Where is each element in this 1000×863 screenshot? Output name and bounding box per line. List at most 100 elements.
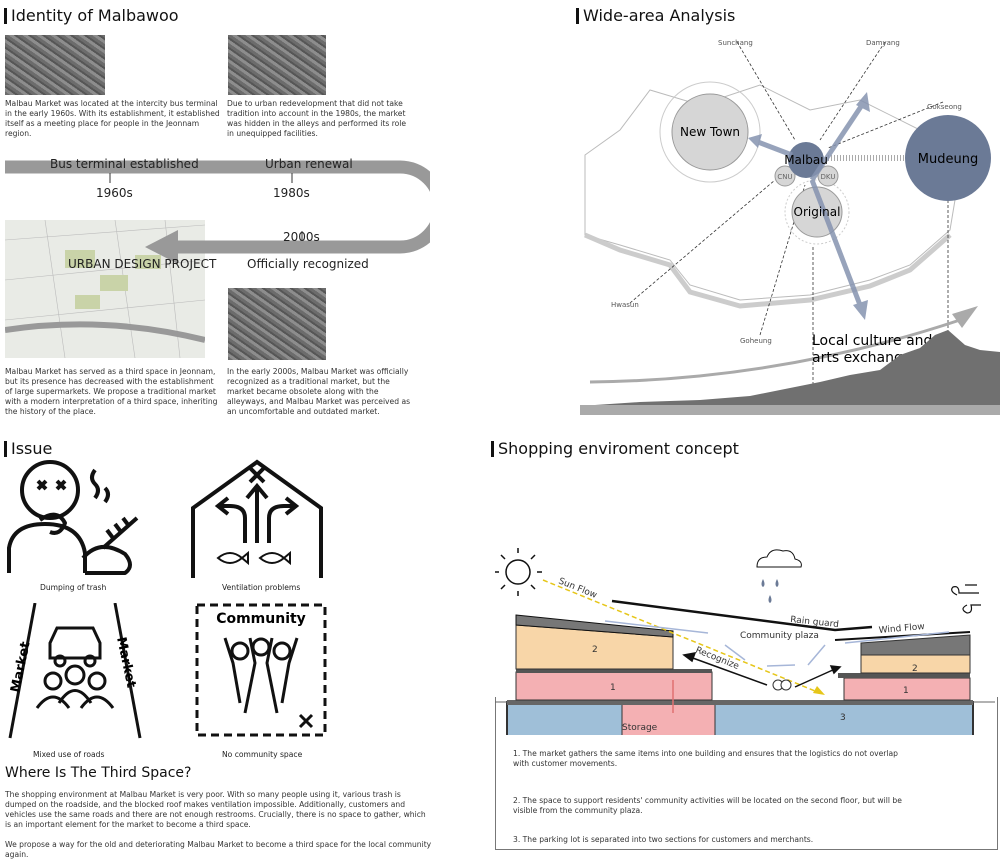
storage-label: Storage [622,723,658,733]
sun-flow-arrowhead [813,686,825,695]
issue-caption-trash: Dumping of trash [40,583,107,592]
community-label: Community [216,611,306,627]
mudeung-node [905,115,991,201]
aerial-photo-1960s [5,35,105,95]
dku-node [817,165,839,187]
axis-label-1: Local culture and [812,333,932,349]
cloud-icon [756,549,802,568]
wind-flow-label: Wind Flow [878,622,925,636]
aerial-photo-2000s [228,288,326,360]
issue-caption-community: No community space [222,750,303,759]
right-roof [860,634,971,656]
rain-drops-icon [761,579,779,603]
issue-caption-ventilation: Ventilation problems [222,583,301,592]
text-2000s: In the early 2000s, Malbau Market was of… [227,367,411,416]
malbau-node [788,142,824,178]
year-1960: 1960s [96,186,133,200]
left-floor-1-label: 1 [610,683,616,693]
right-slab [838,673,970,678]
issue-caption-roads: Mixed use of roads [33,750,105,759]
event-2000: Officially recognized [247,257,369,271]
axis-arrowhead [952,306,978,328]
cnu-node [774,165,796,187]
gokseong-label: Gokseong [927,103,962,111]
left-roof [515,614,674,638]
community-plaza-label: Community plaza [740,631,819,641]
text-1960s: Malbau Market was located at the interci… [5,99,220,138]
right-floor-2-label: 2 [912,664,918,674]
ventilation-icon [191,459,323,578]
section-diagram: Sun Flow Rain guard Community plaza Wind… [495,548,995,735]
year-2000: 2000s [283,230,320,244]
concept-title-text: Shopping enviroment concept [498,439,739,458]
right-roof-edge [834,631,971,641]
timeline-arrowhead [145,230,178,264]
concept-note-3: 3. The parking lot is separated into two… [513,835,814,844]
identity-title-text: Identity of Malbawoo [11,6,179,25]
sun-flow-label: Sun Flow [557,577,598,601]
damyang-label: Damyang [866,39,900,47]
storage-area [621,703,716,735]
concept-note-1: 1. The market gathers the same items int… [513,749,899,768]
third-space-title: Where Is The Third Space? [5,765,192,781]
wide-area-title-text: Wide-area Analysis [583,6,736,25]
text-1980s: Due to urban redevelopment that did not … [227,99,407,138]
sun-flow-line [542,579,821,694]
original-label: Original [794,205,841,219]
recognize-arrows [682,652,842,688]
goheung-label: Goheung [740,337,772,345]
sun-icon [495,548,542,596]
rain-guard [611,599,873,632]
axis-arrow [589,318,961,384]
region-outline [584,84,961,301]
ground-bar [580,405,1000,415]
wide-area-title: Wide-area Analysis [576,6,735,25]
ground-slab [507,700,973,705]
third-space-paragraph-1: The shopping environment at Malbau Marke… [5,790,426,829]
timeline-band [5,160,430,264]
cnu-label: CNU [777,173,792,181]
new-town-ring [659,81,761,183]
left-floor-2-label: 2 [592,645,598,655]
event-1980: Urban renewal [265,157,353,171]
sunchang-label: Sunchang [718,39,753,47]
people-icon [772,679,792,691]
community-icon: Community [195,603,327,737]
parking-label: 3 [840,713,846,723]
mudeung-label: Mudeung [918,152,978,167]
year-1980: 1980s [273,186,310,200]
text-urban-design: Malbau Market has served as a third spac… [5,367,218,416]
dku-label: DKU [821,173,836,181]
region-shadow [584,232,952,309]
left-slab [516,669,712,673]
new-town-node [671,93,749,171]
wind-flow-arrows [604,620,950,667]
urban-design-project-label: URBAN DESIGN PROJECT [68,257,217,271]
concept-note-2: 2. The space to support residents' commu… [513,796,902,815]
issue-title-text: Issue [11,439,53,458]
site-plan-drawing [4,219,206,359]
notes-box [495,697,998,850]
event-1960: Bus terminal established [50,157,199,171]
recognize-label: Recognize [694,646,741,673]
trash-icon [7,460,139,575]
identity-title: Identity of Malbawoo [4,6,179,25]
wind-icon [951,584,981,614]
timeline-path [5,160,430,254]
concept-title: Shopping enviroment concept [491,439,739,458]
roads-icon: Market Market [8,603,142,739]
malbau-label: Malbau [784,153,828,167]
aerial-photo-1980s [228,35,326,95]
road-label-left: Market [8,640,33,693]
issue-title: Issue [4,439,52,458]
original-ring [784,179,850,245]
new-town-label: New Town [680,125,740,139]
hwasun-label: Hwasun [611,301,639,309]
road-label-right: Market [113,636,138,689]
right-floor-1-label: 1 [903,686,909,696]
third-space-paragraph-2: We propose a way for the old and deterio… [5,840,432,859]
mountain-silhouette [580,330,1000,408]
left-floor-1 [515,671,713,701]
parking-level [506,701,974,735]
wide-area-map: New Town Malbau CNU DKU Original Mudeung… [580,39,1000,415]
